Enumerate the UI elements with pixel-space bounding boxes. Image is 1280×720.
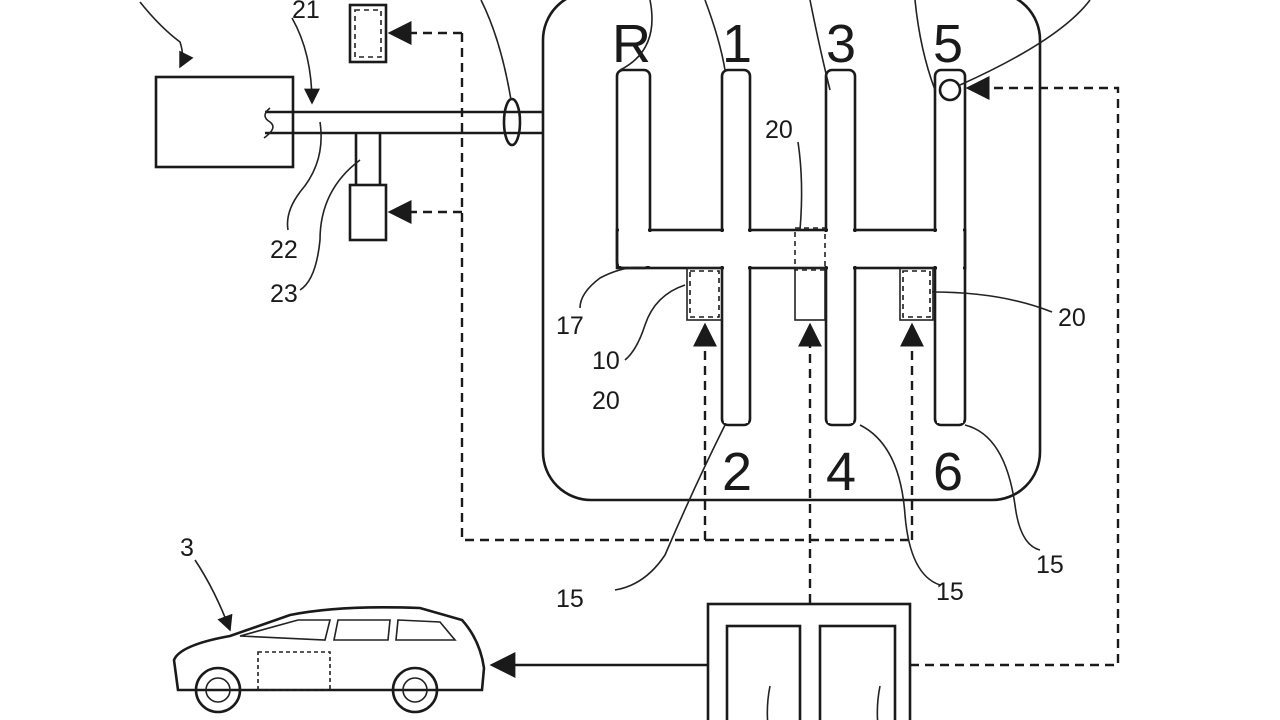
ref-23: 23 bbox=[270, 280, 298, 308]
ref-15-b: 15 bbox=[936, 578, 964, 606]
engine-block bbox=[154, 75, 295, 169]
leader-lines bbox=[139, 0, 1091, 632]
gear-label-2: 2 bbox=[722, 442, 752, 502]
gear-label-1: 1 bbox=[722, 14, 752, 74]
ref-15-a: 15 bbox=[556, 585, 584, 613]
gear-label-R: R bbox=[612, 14, 651, 74]
control-module-left bbox=[725, 624, 802, 720]
actuator-right bbox=[899, 267, 934, 321]
signal-lines bbox=[387, 21, 1120, 667]
ref-20-center: 20 bbox=[765, 116, 793, 144]
gear-label-5: 5 bbox=[933, 14, 963, 74]
ref-10: 10 bbox=[592, 347, 620, 375]
ref-20-left: 20 bbox=[592, 387, 620, 415]
gear-label-4: 4 bbox=[826, 442, 856, 502]
ref-15-c: 15 bbox=[1036, 551, 1064, 579]
ref-17: 17 bbox=[556, 312, 584, 340]
ref-21: 21 bbox=[292, 0, 320, 24]
ref-22: 22 bbox=[270, 236, 298, 264]
gearbox-housing bbox=[541, 0, 1042, 502]
gear-label-3: 3 bbox=[826, 14, 856, 74]
drive-shaft bbox=[265, 110, 543, 135]
shift-gate bbox=[615, 68, 967, 427]
clutch bbox=[502, 97, 522, 147]
shaft-stub bbox=[354, 133, 382, 185]
control-unit bbox=[706, 602, 912, 720]
top-sensor-box bbox=[348, 3, 388, 64]
ref-3: 3 bbox=[180, 534, 194, 562]
position-sensor bbox=[938, 78, 962, 102]
actuator-left bbox=[686, 267, 723, 321]
vehicle bbox=[172, 606, 486, 714]
control-module-right bbox=[818, 624, 897, 720]
ref-20-right: 20 bbox=[1058, 304, 1086, 332]
actuator-center bbox=[794, 267, 826, 321]
shaft-actuator bbox=[348, 183, 388, 242]
gear-label-6: 6 bbox=[933, 442, 963, 502]
